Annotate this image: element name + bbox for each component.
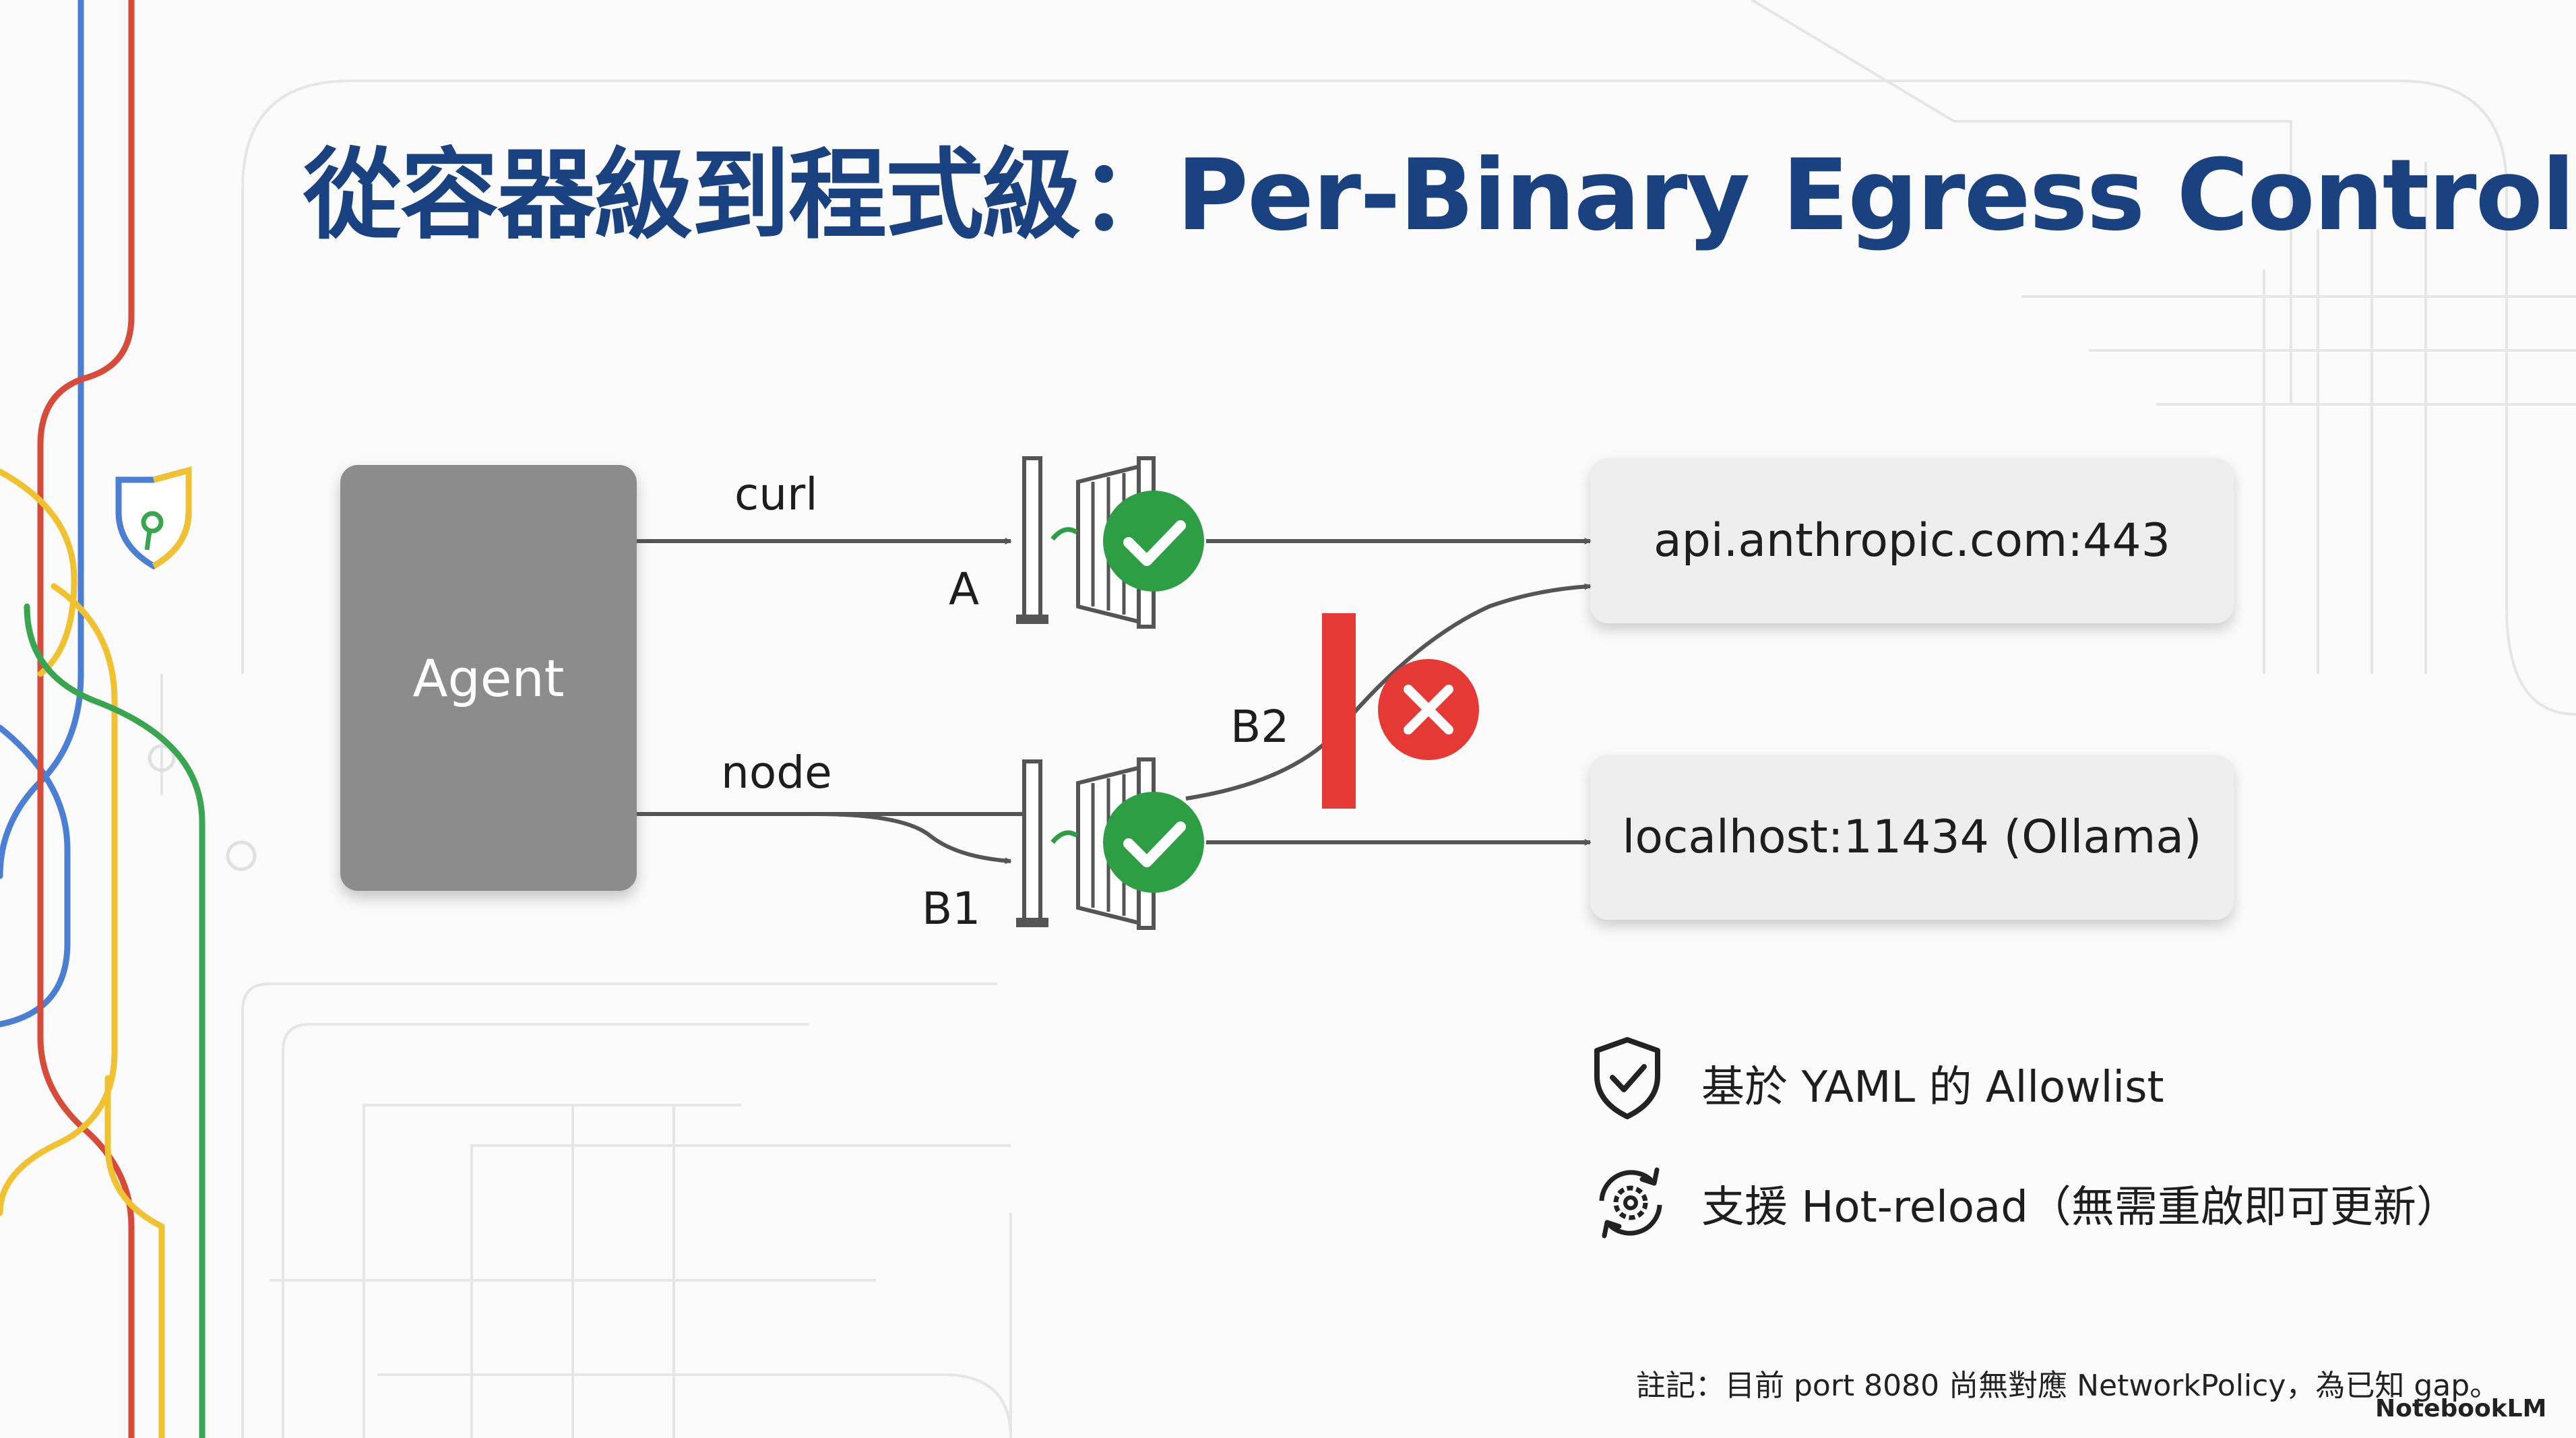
path-b2-label: B2 xyxy=(1230,701,1290,753)
gear-refresh-icon xyxy=(1599,1167,1662,1239)
notebooklm-watermark: NotebookLM xyxy=(2375,1395,2547,1423)
agent-box: Agent xyxy=(340,465,637,891)
agent-label: Agent xyxy=(412,648,565,708)
feature-allowlist-text: 基於 YAML 的 Allowlist xyxy=(1701,1063,2164,1113)
node-b1-arrow xyxy=(815,812,1012,865)
check-icon-a xyxy=(1103,491,1204,592)
shield-badge-icon xyxy=(115,466,192,570)
node-label: node xyxy=(721,747,832,799)
shield-check-icon xyxy=(1594,1037,1660,1119)
gate-a-label: A xyxy=(949,563,980,615)
deny-x-icon xyxy=(1378,659,1479,760)
feature-hot-reload-text: 支援 Hot-reload（無需重啟即可更新） xyxy=(1701,1183,2459,1232)
check-icon-b1 xyxy=(1103,792,1204,893)
destination-api-label: api.anthropic.com:443 xyxy=(1654,514,2170,567)
gate-b1-label: B1 xyxy=(922,883,981,935)
destination-api-box: api.anthropic.com:443 xyxy=(1590,458,2234,623)
block-bar xyxy=(1322,613,1356,809)
destination-local-label: localhost:11434 (Ollama) xyxy=(1622,811,2202,864)
footnote: 註記：目前 port 8080 尚無對應 NetworkPolicy，為已知 g… xyxy=(1636,1369,2500,1403)
destination-local-box: localhost:11434 (Ollama) xyxy=(1590,755,2234,920)
b2-arrow xyxy=(1185,583,1592,801)
slide-title: 從容器級到程式級：Per-Binary Egress Control xyxy=(303,138,2575,253)
curl-label: curl xyxy=(734,468,818,520)
